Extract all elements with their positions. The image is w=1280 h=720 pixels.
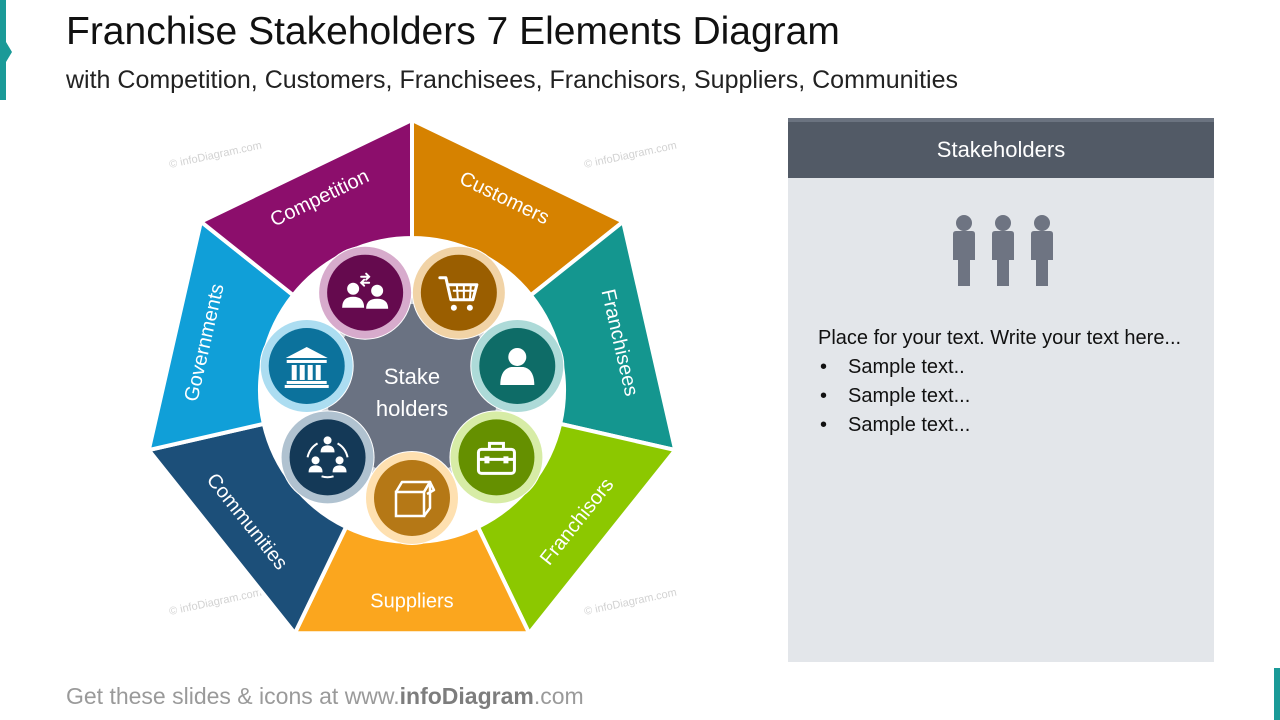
footer-prefix: Get these slides & icons at www. bbox=[66, 683, 400, 709]
toolbox-icon bbox=[449, 410, 544, 505]
page-title: Franchise Stakeholders 7 Elements Diagra… bbox=[66, 10, 840, 53]
center-circle bbox=[326, 304, 498, 476]
panel-bullet: Sample text.. bbox=[818, 353, 1188, 382]
panel-bullet-list: Sample text.. Sample text... Sample text… bbox=[818, 353, 1188, 440]
footer-credit: Get these slides & icons at www.infoDiag… bbox=[66, 683, 584, 710]
panel-bullet: Sample text... bbox=[818, 382, 1188, 411]
accent-bar bbox=[0, 0, 6, 100]
corner-accent-bar bbox=[1274, 668, 1280, 720]
box-icon bbox=[365, 451, 459, 545]
watermark-text: © infoDiagram.com bbox=[168, 587, 263, 618]
panel-bullet: Sample text... bbox=[818, 411, 1188, 440]
panel-top-line bbox=[788, 118, 1214, 122]
shopping-cart-icon bbox=[411, 245, 506, 340]
community-network-icon bbox=[280, 410, 375, 505]
center-label: holders bbox=[376, 396, 448, 421]
watermark-text: © infoDiagram.com bbox=[168, 140, 263, 171]
footer-suffix: .com bbox=[533, 683, 584, 709]
competition-people-icon bbox=[318, 245, 413, 340]
footer-brand: infoDiagram bbox=[399, 683, 534, 709]
panel-paragraph: Place for your text. Write your text her… bbox=[818, 327, 1182, 349]
panel-header: Stakeholders bbox=[788, 122, 1214, 178]
page-subtitle: with Competition, Customers, Franchisees… bbox=[66, 66, 958, 94]
segment-label-suppliers: Suppliers bbox=[370, 590, 453, 612]
person-icon bbox=[470, 318, 565, 413]
stakeholders-wheel-diagram: © infoDiagram.com © infoDiagram.com © info… bbox=[146, 118, 678, 636]
accent-notch bbox=[6, 42, 12, 62]
watermark-text: © infoDiagram.com bbox=[583, 587, 678, 618]
stakeholders-panel: Stakeholders Place for your text. Write … bbox=[788, 118, 1214, 662]
center-label: Stake bbox=[384, 364, 440, 389]
people-group-icon bbox=[953, 215, 1053, 286]
government-building-icon bbox=[259, 318, 354, 413]
panel-text-block: Place for your text. Write your text her… bbox=[818, 324, 1188, 440]
watermark-text: © infoDiagram.com bbox=[583, 140, 678, 171]
